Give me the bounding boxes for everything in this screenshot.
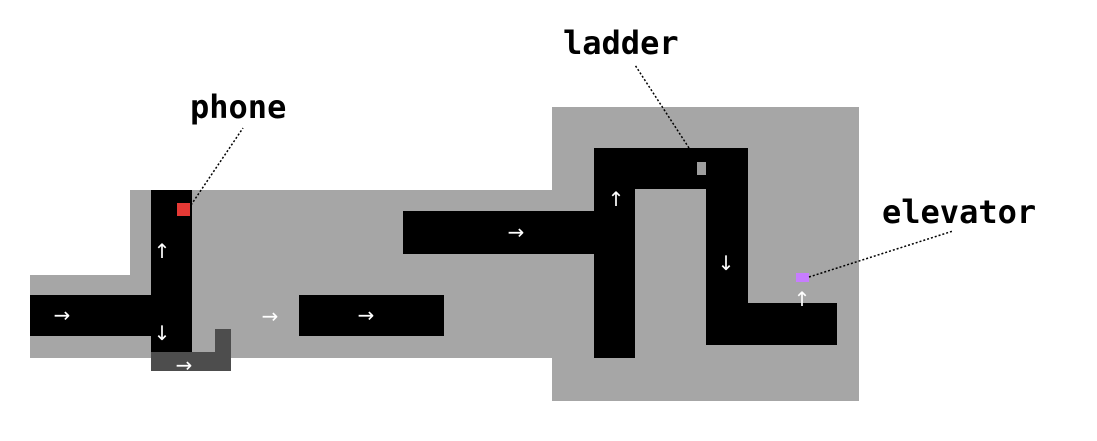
elevator-leader-line	[808, 230, 954, 278]
ladder-label: ladder	[563, 24, 679, 62]
lower-corridor	[151, 329, 231, 371]
elevator-label: elevator	[882, 193, 1036, 231]
arrow-up-icon: ↑	[154, 239, 171, 263]
path-corridors	[30, 148, 837, 358]
elevator-marker	[796, 273, 809, 282]
arrow-up-icon: ↑	[794, 287, 811, 311]
ladder-marker	[697, 162, 706, 175]
ladder-leader-line	[634, 64, 690, 149]
arrow-right-icon: →	[176, 353, 193, 377]
arrow-right-icon: →	[358, 303, 375, 327]
phone-leader-line	[190, 127, 244, 206]
arrow-right-icon: →	[54, 303, 71, 327]
arrow-down-icon: ↓	[154, 321, 171, 345]
arrow-right-icon: →	[262, 304, 279, 328]
arrow-right-icon: →	[508, 220, 525, 244]
arrow-down-icon: ↓	[718, 251, 735, 275]
phone-label: phone	[190, 88, 286, 126]
direction-arrows: → ↑ ↓ → → → → ↑ ↓ ↑	[54, 187, 811, 377]
arrow-up-icon: ↑	[608, 187, 625, 211]
phone-marker	[177, 203, 190, 216]
